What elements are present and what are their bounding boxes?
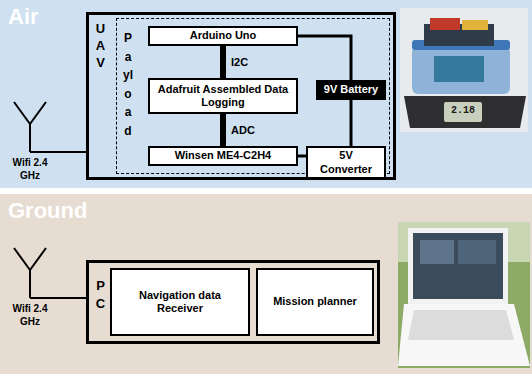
panel-title: Air bbox=[8, 4, 39, 30]
process-box: Navigation data Receiver bbox=[110, 268, 250, 336]
panel-title: Ground bbox=[8, 198, 87, 224]
power-wire bbox=[350, 100, 353, 146]
vertical-label: UAV bbox=[94, 21, 107, 72]
power-wire bbox=[298, 155, 306, 158]
process-box: Winsen ME4-C2H4 bbox=[148, 146, 298, 166]
bus-line bbox=[220, 46, 226, 78]
vertical-label: PC bbox=[94, 277, 107, 313]
box-label: Arduino Uno bbox=[186, 29, 261, 42]
box-label: 5V Converter bbox=[308, 149, 384, 175]
box-label: 9V Battery bbox=[320, 83, 382, 96]
box-label: Adafruit Assembled Data Logging bbox=[150, 83, 296, 109]
laptop-photo bbox=[398, 222, 530, 368]
power-wire bbox=[298, 36, 351, 80]
signal-label: ADC bbox=[231, 124, 255, 136]
process-box: 5V Converter bbox=[306, 146, 386, 179]
wifi-label: Wifi 2.4 GHz bbox=[8, 157, 52, 182]
pc-frame: PCNavigation data Receiver Mission planne… bbox=[86, 260, 380, 344]
process-box: Arduino Uno bbox=[148, 26, 298, 46]
bus-line bbox=[220, 114, 226, 146]
process-box: Mission planner bbox=[256, 268, 374, 336]
wifi-label: Wifi 2.4 GHz bbox=[8, 303, 52, 328]
battery-box: 9V Battery bbox=[316, 80, 386, 100]
vertical-label: Payload bbox=[122, 29, 134, 141]
scale-reading: 2.18 bbox=[445, 105, 481, 118]
box-label: Mission planner bbox=[269, 295, 361, 308]
payload-region: Payload Arduino UnoAdafruit Assembled Dat… bbox=[116, 18, 390, 174]
signal-label: I2C bbox=[231, 56, 248, 68]
box-label: Winsen ME4-C2H4 bbox=[171, 149, 275, 162]
antenna-symbol bbox=[14, 102, 87, 152]
uav-frame: UAV Payload Arduino UnoAdafruit Assembled … bbox=[86, 12, 396, 180]
box-label: Navigation data Receiver bbox=[112, 289, 248, 315]
process-box: Adafruit Assembled Data Logging bbox=[148, 78, 298, 114]
antenna-symbol bbox=[14, 248, 87, 298]
payload-photo bbox=[400, 8, 528, 132]
